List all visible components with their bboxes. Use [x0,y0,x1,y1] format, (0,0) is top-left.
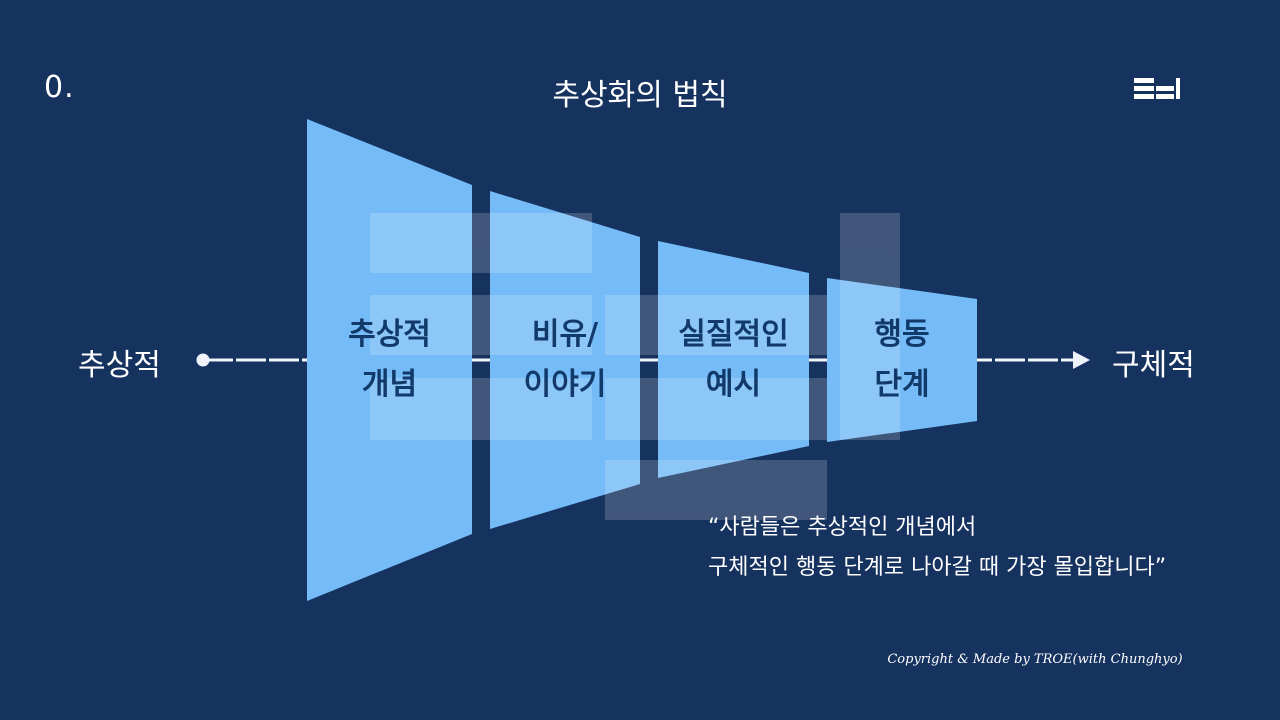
axis-label-concrete: 구체적 [1112,348,1195,383]
quote: “사람들은 추상적인 개념에서 구체적인 행동 단계로 나아갈 때 가장 몰입합… [708,508,1166,588]
stage-label-1: 추상적 개념 [307,310,472,410]
funnel-stage-2 [490,191,640,529]
stacked-bars-logo-icon [1134,78,1180,99]
slide-number: 0. [44,70,75,105]
stage-label-3: 실질적인 예시 [652,310,815,410]
stage-label-line: 추상적 [348,317,431,352]
stage-label-line: 개념 [361,367,418,402]
axis-label-abstract: 추상적 [78,348,161,383]
funnel-stage-3 [658,241,809,478]
copyright-text: Copyright & Made by TROE(with Chunghyo) [887,652,1183,667]
stage-label-2: 비유/ 이야기 [490,310,640,410]
stage-label-line: 이야기 [523,367,607,402]
quote-line-1: “사람들은 추상적인 개념에서 [708,515,977,540]
stage-label-line: 예시 [705,367,762,402]
slide-title: 추상화의 법칙 [552,78,728,113]
funnel-stage-1 [307,119,472,601]
arrow-right-icon [1073,351,1090,369]
stage-label-line: 행동 [874,317,930,352]
axis-start-dot [196,353,210,367]
stage-label-line: 실질적인 [678,317,789,352]
stage-label-line: 비유/ [531,317,599,352]
funnel-stage-4 [827,278,977,442]
decorative-overlay [370,213,900,520]
stage-label-4: 행동 단계 [827,310,977,410]
stage-label-line: 단계 [874,367,930,402]
quote-line-2: 구체적인 행동 단계로 나아갈 때 가장 몰입합니다” [708,555,1167,580]
